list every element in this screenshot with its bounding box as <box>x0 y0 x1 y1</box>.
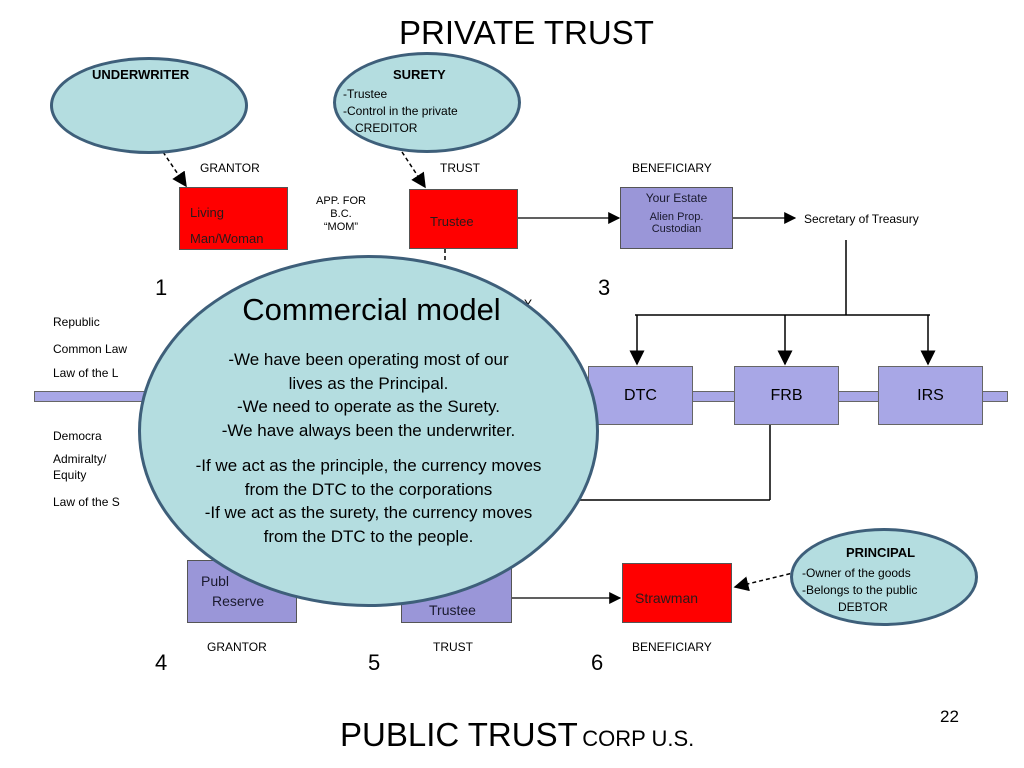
overlay-line-7: -If we act as the surety, the currency m… <box>204 503 533 522</box>
reserve-line-2: Reserve <box>212 593 265 609</box>
strawman-box: Strawman <box>622 563 732 623</box>
app-for-bc-label: APP. FOR B.C. “MOM” <box>308 195 374 234</box>
your-estate-box: Your Estate Alien Prop. Custodian <box>620 187 733 249</box>
page-number: 22 <box>940 707 959 726</box>
overlay-line-1: -We have been operating most of our <box>228 350 509 369</box>
overlay-line-5: -If we act as the principle, the currenc… <box>195 456 542 475</box>
commercial-model-heading: Commercial model <box>242 292 501 327</box>
number-3: 3 <box>598 275 611 300</box>
strawman-label: Strawman <box>635 590 699 606</box>
law-of-the-land-label: Law of the L <box>53 366 119 380</box>
principal-line-1: -Owner of the goods <box>802 566 911 580</box>
estate-line-1: Your Estate <box>645 191 708 205</box>
living-line-2: Man/Woman <box>190 231 264 246</box>
app-line-1: APP. FOR <box>316 195 366 207</box>
dtc-box: DTC <box>588 366 693 425</box>
public-trust-main: PUBLIC TRUST <box>340 716 578 753</box>
principal-line-3: DEBTOR <box>838 600 888 614</box>
common-law-label: Common Law <box>53 342 128 356</box>
number-1: 1 <box>155 275 168 300</box>
surety-line-3: CREDITOR <box>355 121 418 135</box>
admiralty-label: Admiralty/ <box>53 452 107 466</box>
trust-label-top: TRUST <box>440 161 480 175</box>
overlay-line-3: -We need to operate as the Surety. <box>236 397 501 416</box>
living-man-woman-box: Living Man/Woman <box>179 187 288 250</box>
frb-label: FRB <box>770 386 803 404</box>
principal-ellipse <box>790 528 978 626</box>
frb-box: FRB <box>734 366 839 425</box>
irs-label: IRS <box>917 386 944 404</box>
number-6: 6 <box>591 650 604 675</box>
app-line-3: “MOM” <box>323 221 359 233</box>
beneficiary-label-top: BENEFICIARY <box>632 161 712 175</box>
democracy-label: Democra <box>53 429 102 443</box>
private-trust-title: PRIVATE TRUST <box>399 14 654 51</box>
trust-label-bottom: TRUST <box>433 640 473 654</box>
app-line-2: B.C. <box>330 208 352 220</box>
principal-heading: PRINCIPAL <box>846 545 916 560</box>
surety-line-1: -Trustee <box>343 87 388 101</box>
secretary-of-treasury-label: Secretary of Treasury <box>804 212 919 226</box>
underwriter-arrow <box>162 151 187 188</box>
overlay-line-4: -We have always been the underwriter. <box>221 420 516 440</box>
surety-ellipse <box>333 52 521 153</box>
grantor-label-top: GRANTOR <box>200 161 260 175</box>
overlay-line-8: from the DTC to the people. <box>263 526 474 546</box>
equity-label: Equity <box>53 468 87 482</box>
surety-heading: SURETY <box>393 67 446 82</box>
underwriter-heading: UNDERWRITER <box>92 67 190 82</box>
principal-arrow <box>733 571 798 592</box>
grantor-label-bottom: GRANTOR <box>207 640 267 654</box>
commercial-model-ellipse: Commercial model -We have been operating… <box>138 255 599 607</box>
beneficiary-label-bottom: BENEFICIARY <box>632 640 712 654</box>
number-5: 5 <box>368 650 381 675</box>
estate-line-2: Alien Prop. <box>649 211 704 223</box>
number-4: 4 <box>155 650 168 675</box>
law-of-the-sea-label: Law of the S <box>53 495 120 509</box>
trustee-top-label: Trustee <box>430 214 474 229</box>
overlay-line-6: from the DTC to the corporations <box>244 479 493 499</box>
public-trust-title: PUBLIC TRUST CORP U.S. <box>340 716 694 754</box>
trustee-box-top: Trustee <box>409 189 518 249</box>
public-trust-sub: CORP U.S. <box>582 726 695 751</box>
surety-line-2: -Control in the private <box>343 104 458 118</box>
living-line-1: Living <box>190 205 224 220</box>
estate-line-3: Custodian <box>651 223 702 235</box>
reserve-line-1: Publ <box>201 573 230 589</box>
commercial-model-text: -We have been operating most of our live… <box>141 348 596 548</box>
dtc-label: DTC <box>624 386 657 404</box>
republic-label: Republic <box>53 315 100 329</box>
trustee-bottom-label: Trustee <box>429 602 476 618</box>
overlay-line-2: lives as the Principal. <box>288 373 449 393</box>
principal-line-2: -Belongs to the public <box>802 583 918 597</box>
surety-arrow <box>401 151 426 189</box>
irs-box: IRS <box>878 366 983 425</box>
underwriter-ellipse <box>50 57 248 154</box>
